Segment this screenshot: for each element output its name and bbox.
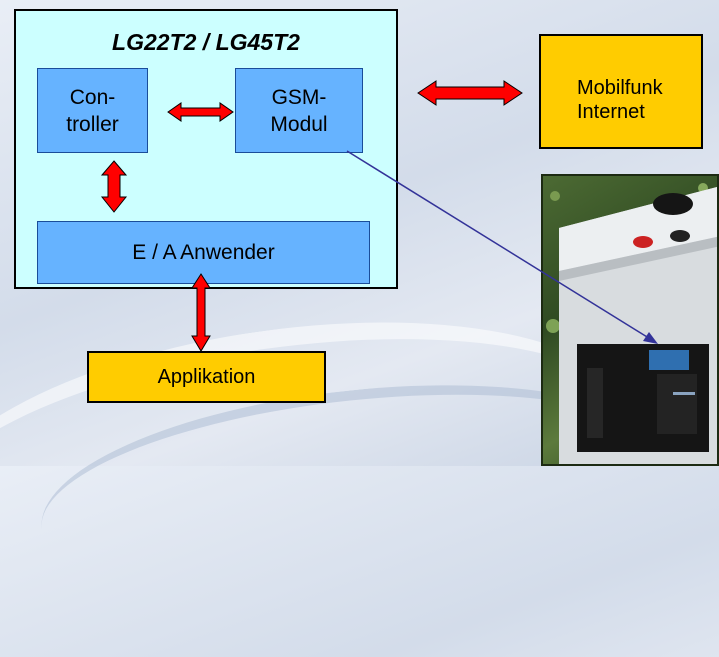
- network-block: Mobilfunk Internet: [539, 34, 703, 149]
- io-label: E / A Anwender: [132, 241, 275, 264]
- gsm-module-block: GSM- Modul: [235, 68, 363, 153]
- network-label: Mobilfunk Internet: [577, 77, 663, 123]
- controller-label: Con- troller: [66, 85, 119, 136]
- gsm-module-label: GSM- Modul: [270, 85, 328, 136]
- device-title: LG22T2 / LG45T2: [112, 29, 300, 55]
- device-photo: [541, 174, 719, 466]
- double-arrow-device-network: [417, 80, 523, 106]
- application-block: Applikation: [87, 351, 326, 403]
- double-arrow-io-application: [191, 273, 211, 352]
- gsm-pointer-arrowhead: [643, 332, 658, 344]
- diagram-connectors: [100, 80, 658, 352]
- device-photo-drawing: [546, 183, 717, 464]
- double-arrow-controller-io: [100, 160, 128, 213]
- io-block: E / A Anwender: [37, 221, 370, 284]
- double-arrow-controller-gsm: [167, 102, 234, 122]
- gsm-pointer-line: [346, 150, 653, 341]
- controller-block: Con- troller: [37, 68, 148, 153]
- application-label: Applikation: [157, 365, 256, 388]
